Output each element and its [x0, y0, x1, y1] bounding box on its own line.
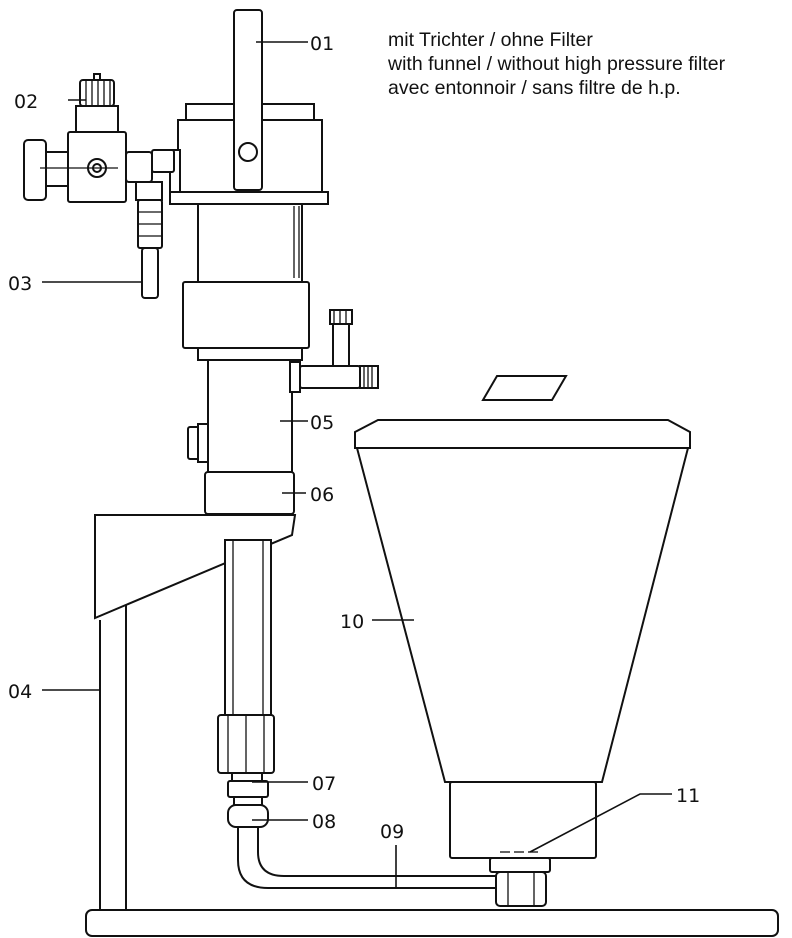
leader-lines [42, 41, 672, 888]
part-label-03: 03 [8, 273, 32, 295]
lower-fitting [217, 714, 275, 828]
part-label-01: 01 [310, 33, 334, 55]
part-label-10: 10 [340, 611, 364, 633]
caption: mit Trichter / ohne Filter with funnel /… [388, 28, 788, 100]
part-label-02: 02 [14, 91, 38, 113]
caption-line-english: with funnel / without high pressure filt… [388, 53, 726, 75]
caption-line-german: mit Trichter / ohne Filter [388, 29, 593, 51]
part-label-06: 06 [310, 484, 334, 506]
hose [237, 827, 500, 889]
pump-body [187, 347, 303, 473]
pump-cylinder [182, 201, 310, 349]
part-label-08: 08 [312, 811, 336, 833]
stand-column [99, 600, 127, 910]
pressure-regulator [23, 73, 127, 203]
part-label-11: 11 [676, 785, 700, 807]
part-label-05: 05 [310, 412, 334, 434]
funnel-outlet-fitting [489, 857, 551, 907]
handle [233, 9, 263, 191]
part-label-09: 09 [380, 821, 404, 843]
part-label-04: 04 [8, 681, 32, 703]
part-label-07: 07 [312, 773, 336, 795]
caption-line-french: avec entonnoir / sans filtre de h.p. [388, 77, 681, 99]
air-inlet [137, 199, 163, 299]
funnel [354, 375, 691, 859]
air-connector [125, 149, 175, 201]
pump-lower-tube [224, 539, 272, 716]
pump-ring [204, 471, 295, 515]
side-outlet-fitting [289, 309, 379, 393]
base-plate [85, 909, 779, 937]
